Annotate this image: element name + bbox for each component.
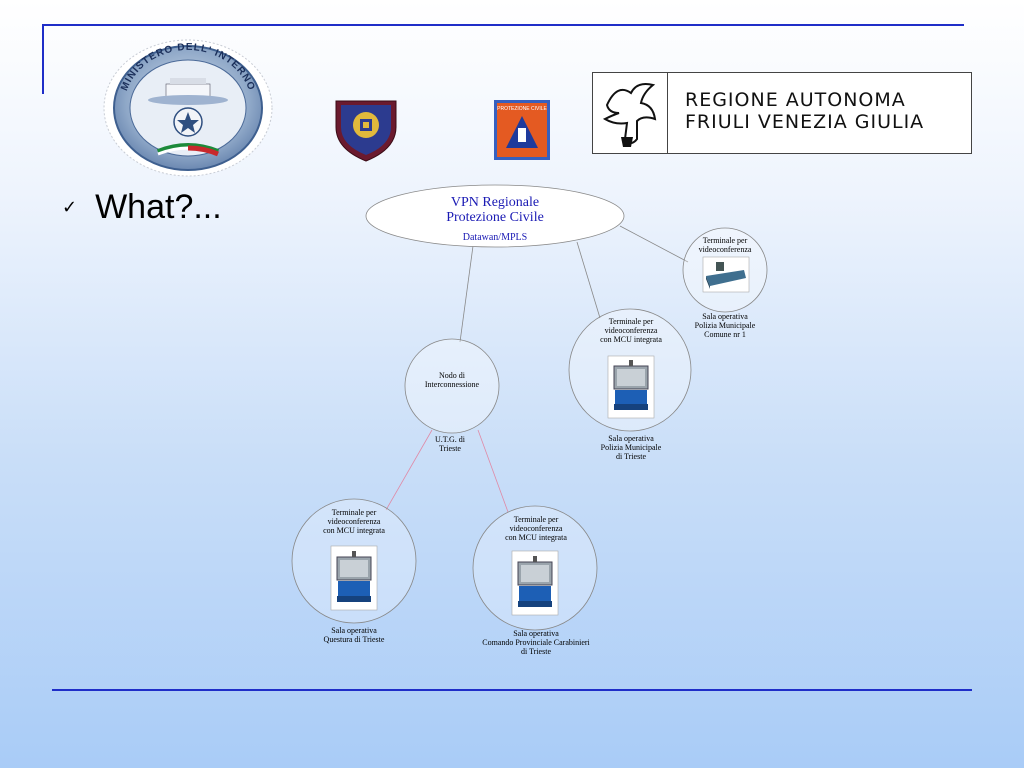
checkmark-icon: ✓ [62, 197, 78, 218]
comune-terminal-label: Terminale per videoconferenza [685, 236, 765, 254]
polizia-terminal-line-3: con MCU integrata [600, 335, 662, 344]
desktop-terminal-icon [702, 256, 750, 293]
node-caption-line-1: U.T.G. di [434, 435, 466, 444]
node-caption-line-2: Trieste [439, 444, 461, 453]
polizia-caption-line-2: Polizia Municipale [600, 443, 662, 452]
carabinieri-caption: Sala operativa Comando Provinciale Carab… [468, 629, 604, 656]
node-title-line-2: Interconnessione [424, 380, 480, 389]
comune-terminal-line-2: videoconferenza [698, 245, 752, 254]
eagle-icon [602, 83, 657, 147]
protezione-civile-logo: PROTEZIONE CIVILE [494, 100, 550, 160]
questura-caption-line-2: Questura di Trieste [323, 635, 385, 644]
questura-caption: Sala operativa Questura di Trieste [304, 626, 404, 644]
vpn-subtitle: Datawan/MPLS [462, 232, 528, 243]
questura-caption-line-1: Sala operativa [331, 626, 377, 635]
questura-terminal-label: Terminale per videoconferenza con MCU in… [304, 508, 404, 535]
carabinieri-terminal-line-2: videoconferenza [509, 524, 563, 533]
node-title: Nodo di Interconnessione [412, 371, 492, 389]
svg-text:PROTEZIONE CIVILE: PROTEZIONE CIVILE [497, 106, 547, 112]
bottom-rule [52, 689, 972, 691]
polizia-terminal-label: Terminale per videoconferenza con MCU in… [581, 317, 681, 344]
region-name: REGIONE AUTONOMA FRIULI VENEZIA GIULIA [685, 89, 924, 133]
link-vpn-comune [619, 225, 689, 263]
link-node-questura [385, 429, 433, 511]
vpn-title: VPN Regionale Protezione Civile [366, 195, 624, 225]
carabinieri-terminal-label: Terminale per videoconferenza con MCU in… [486, 515, 586, 542]
region-line-1: REGIONE AUTONOMA [685, 89, 906, 111]
questura-terminal-line-1: Terminale per [331, 508, 377, 517]
top-rule [42, 24, 964, 26]
carabinieri-terminal-line-3: con MCU integrata [505, 533, 567, 542]
polizia-terminal-line-2: videoconferenza [604, 326, 658, 335]
comune-caption-line-2: Polizia Municipale [694, 321, 756, 330]
vpn-title-line-2: Protezione Civile [446, 210, 544, 225]
polizia-terminal-icon [607, 355, 655, 419]
vpn-title-line-1: VPN Regionale [450, 195, 540, 210]
node-title-line-1: Nodo di [439, 371, 465, 380]
comune-caption-line-1: Sala operativa [702, 312, 748, 321]
carabinieri-caption-line-3: di Trieste [520, 647, 551, 656]
region-line-2: FRIULI VENEZIA GIULIA [685, 111, 925, 133]
bullet-text: What?... [95, 188, 222, 226]
carabinieri-caption-line-2: Comando Provinciale Carabinieri [482, 638, 590, 647]
polizia-shield-icon [335, 100, 397, 162]
comune-terminal-line-1: Terminale per [702, 236, 748, 245]
left-rule [42, 24, 44, 94]
comune-caption: Sala operativa Polizia Municipale Comune… [675, 312, 775, 339]
node-caption: U.T.G. di Trieste [410, 435, 490, 453]
polizia-caption-line-1: Sala operativa [608, 434, 654, 443]
carabinieri-caption-line-1: Sala operativa [513, 629, 559, 638]
polizia-caption-line-3: di Trieste [615, 452, 646, 461]
region-divider [667, 73, 668, 153]
node-circle [404, 338, 500, 434]
bullet-item: ✓ What?... [62, 188, 222, 227]
questura-terminal-line-3: con MCU integrata [323, 526, 385, 535]
questura-terminal-line-2: videoconferenza [327, 517, 381, 526]
polizia-caption: Sala operativa Polizia Municipale di Tri… [581, 434, 681, 461]
carabinieri-terminal-icon [511, 550, 559, 616]
vpn-cloud [365, 184, 625, 248]
polizia-terminal-line-1: Terminale per [608, 317, 654, 326]
comune-caption-line-3: Comune nr 1 [704, 330, 746, 339]
link-vpn-node [459, 245, 474, 343]
ministero-interno-emblem: MINISTERO DELL' INTERNO [103, 39, 273, 177]
regione-fvg-logo: REGIONE AUTONOMA FRIULI VENEZIA GIULIA [592, 72, 972, 154]
carabinieri-terminal-line-1: Terminale per [513, 515, 559, 524]
questura-terminal-icon [330, 545, 378, 611]
link-vpn-polizia [576, 241, 601, 319]
link-node-carabinieri [477, 429, 509, 513]
